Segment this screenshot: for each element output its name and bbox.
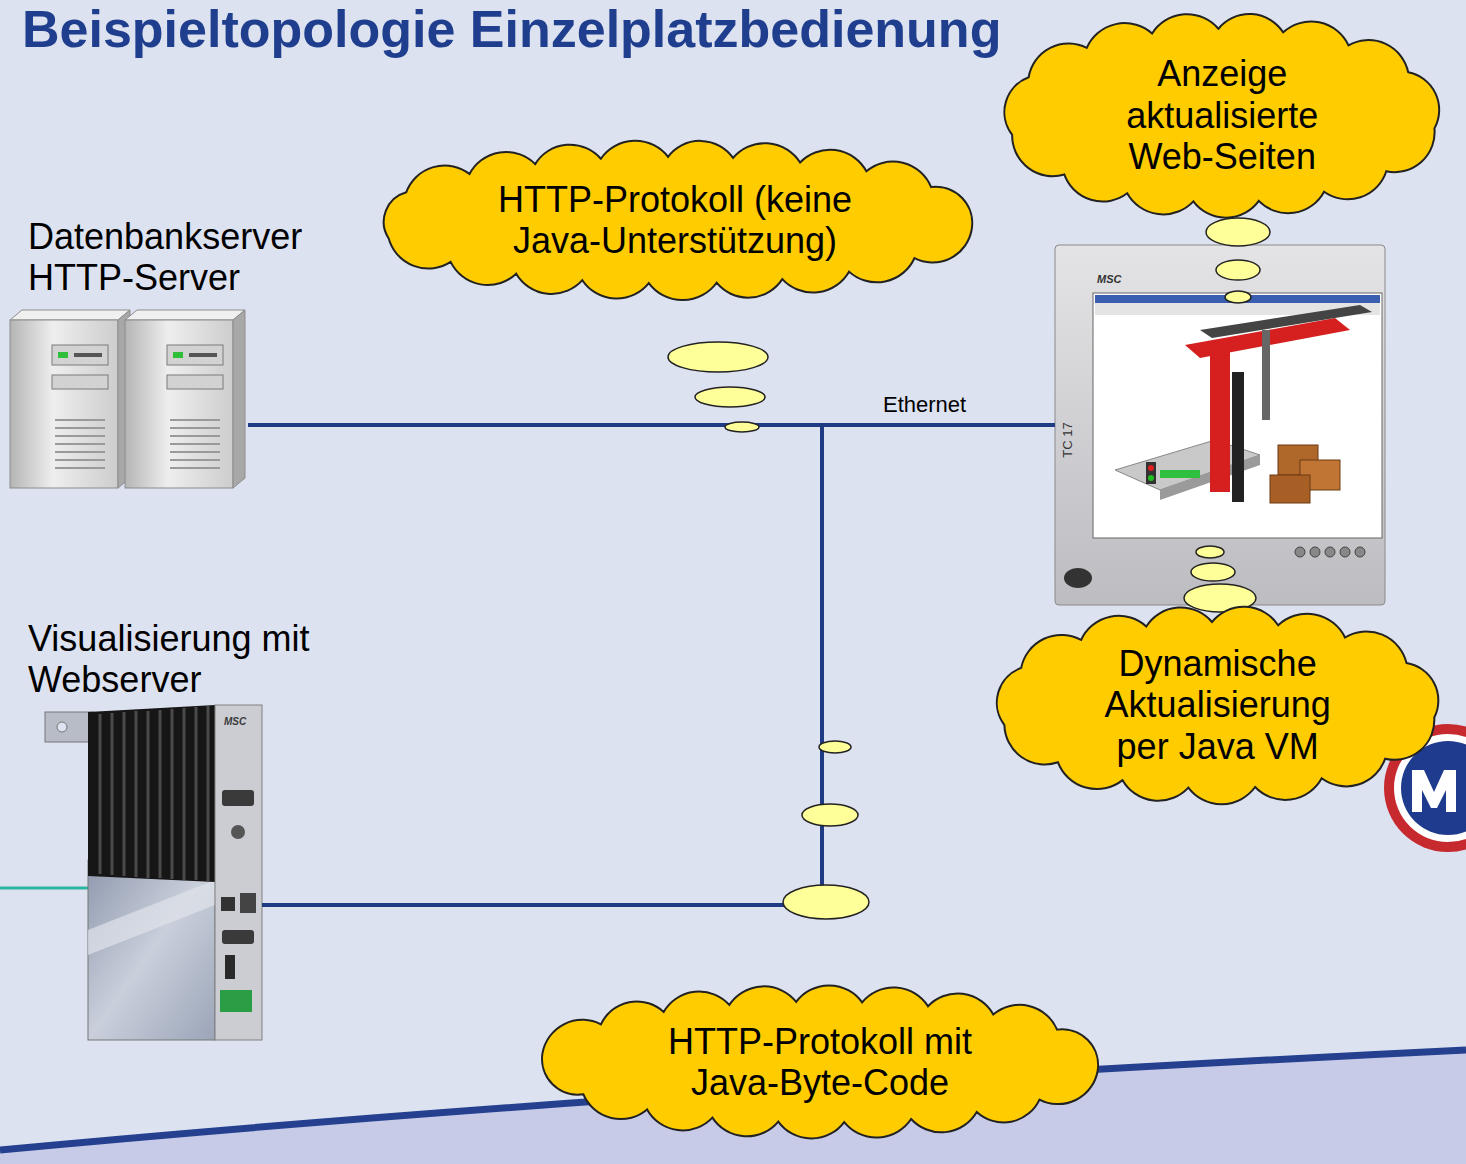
thought-cloud: HTTP-Protokoll mit Java-Byte-Code	[513, 975, 1127, 1149]
logo-mark	[1412, 770, 1456, 812]
panel-knob	[1064, 568, 1092, 588]
thought-bubble	[725, 422, 759, 432]
server-illustration	[10, 310, 245, 488]
thought-bubble	[668, 342, 768, 372]
signal-lamp	[1148, 465, 1154, 471]
server-led	[58, 352, 68, 358]
vga-port	[222, 790, 254, 806]
thought-cloud: Dynamische Aktualisierung per Java VM	[971, 595, 1464, 815]
ps2-port	[231, 825, 245, 839]
server-vents	[55, 420, 105, 468]
cloud-text: Dynamische Aktualisierung per Java VM	[1095, 643, 1340, 767]
ethernet-line	[262, 425, 1055, 905]
server-box: Datenbankserver HTTP-Server	[8, 308, 248, 490]
cloud-text: HTTP-Protokoll mit Java-Byte-Code	[647, 1021, 992, 1104]
thought-bubble	[695, 387, 765, 407]
brand-holder: MSC	[224, 716, 246, 727]
brand-label: MSC	[224, 716, 246, 727]
server-front	[125, 320, 233, 488]
drive-bay	[167, 375, 223, 389]
cloud-shape	[1005, 14, 1440, 218]
brand-holder: MSC	[1097, 273, 1121, 285]
panel-pc-box: TC 17	[1055, 245, 1385, 605]
edge-label-holder: Ethernet	[880, 392, 969, 417]
gantry-axis	[1262, 330, 1270, 420]
device-illustration	[45, 705, 262, 1040]
drive-bay	[52, 375, 108, 389]
thought-bubble	[783, 885, 869, 919]
thought-cloud: HTTP-Protokoll (keine Java-Unterstützung…	[349, 130, 1002, 310]
server-front	[10, 320, 118, 488]
drive-bay	[167, 345, 223, 365]
cloud-text: Anzeige aktualisierte Web-Seiten	[1097, 53, 1347, 177]
page-title: Beispieltopologie Einzelplatzbedienung	[22, 0, 1001, 60]
drive-slot	[74, 353, 102, 357]
controller-box: Visualisierung mit Webserver	[45, 705, 262, 1040]
device-stripe	[88, 880, 215, 955]
panel-illustration	[1055, 245, 1385, 605]
thought-bubble	[802, 804, 858, 826]
thought-bubble	[819, 741, 851, 753]
gantry-column	[1232, 372, 1244, 502]
thought-bubble	[1196, 546, 1224, 558]
signal-light	[1146, 462, 1156, 484]
device-side	[88, 860, 215, 1040]
server-side	[233, 310, 245, 488]
panel-bezel	[1055, 245, 1385, 605]
thought-bubble	[1225, 291, 1251, 303]
thought-bubble	[1191, 563, 1235, 581]
ethernet-port	[221, 897, 235, 911]
device-label: TC 17	[1060, 415, 1076, 465]
serial-port	[222, 930, 254, 944]
thought-bubble	[1216, 260, 1260, 280]
status-bar	[1160, 470, 1200, 478]
server-vents	[170, 420, 220, 468]
panel-button	[1325, 547, 1335, 557]
panel-button	[1340, 547, 1350, 557]
drive-slot	[189, 353, 217, 357]
thought-bubble	[1206, 218, 1270, 246]
title-holder: Beispieltopologie Einzelplatzbedienung	[22, 0, 1001, 60]
cloud-shape	[383, 141, 971, 300]
cloud-shape	[997, 607, 1439, 804]
device-front	[215, 705, 262, 1040]
mounting-hole	[57, 722, 67, 732]
card-slot	[225, 955, 235, 979]
node-heading: Datenbankserver HTTP-Server	[28, 216, 328, 299]
edge-label: Ethernet	[880, 392, 969, 417]
server-top	[125, 310, 245, 320]
heatsink	[88, 705, 215, 882]
brand-label: MSC	[1097, 273, 1121, 285]
panel-screen	[1093, 293, 1382, 538]
panel-button	[1295, 547, 1305, 557]
panel-button	[1310, 547, 1320, 557]
node-heading: Visualisierung mit Webserver	[28, 618, 348, 701]
server-led	[173, 352, 183, 358]
server-top	[10, 310, 130, 320]
power-connector	[220, 990, 252, 1012]
signal-lamp	[1148, 475, 1154, 481]
drive-bay	[52, 345, 108, 365]
heatsink-fins	[100, 706, 208, 881]
gantry-rail	[1200, 305, 1372, 338]
fieldbus-wire	[0, 887, 90, 890]
usb-port	[240, 893, 256, 913]
panel-button	[1355, 547, 1365, 557]
carton	[1270, 475, 1310, 503]
gantry-column	[1210, 352, 1230, 492]
mounting-tab	[45, 712, 93, 742]
cloud-shape	[542, 985, 1098, 1138]
thought-cloud: Anzeige aktualisierte Web-Seiten	[980, 2, 1464, 229]
cloud-text: HTTP-Protokoll (keine Java-Unterstützung…	[485, 179, 865, 262]
